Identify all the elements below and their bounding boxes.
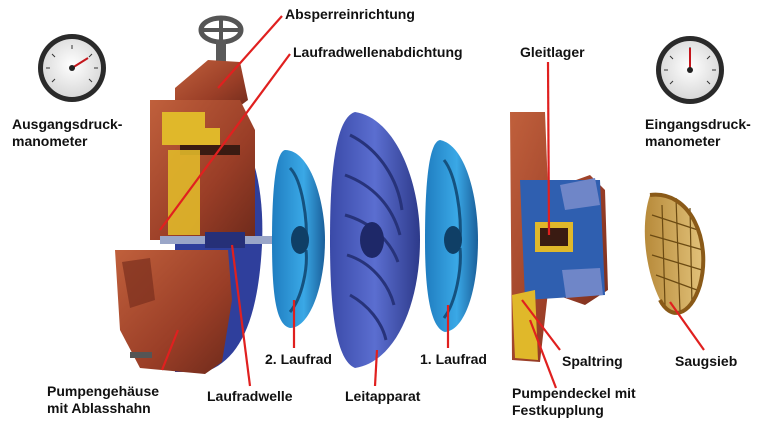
leader-gleitlager xyxy=(548,62,549,235)
label-ausgangsdruckmanometer: Ausgangsdruck- manometer xyxy=(12,116,122,150)
label-eingangsdruckmanometer: Eingangsdruck- manometer xyxy=(645,116,751,150)
diffuser xyxy=(330,112,420,368)
label-laufrad-1: 1. Laufrad xyxy=(420,351,487,368)
inlet-pressure-gauge-icon xyxy=(656,36,724,104)
label-laufrad-2: 2. Laufrad xyxy=(265,351,332,368)
label-gleitlager: Gleitlager xyxy=(520,44,585,61)
suction-strainer xyxy=(645,195,703,313)
pump-cover-with-coupling xyxy=(510,112,608,362)
label-spaltring: Spaltring xyxy=(562,353,623,370)
label-pumpendeckel: Pumpendeckel mit Festkupplung xyxy=(512,385,636,419)
first-impeller xyxy=(425,140,478,332)
label-laufradwelle: Laufradwelle xyxy=(207,388,293,405)
label-laufradwellenabdichtung: Laufradwellenabdichtung xyxy=(293,44,463,61)
label-absperreinrichtung: Absperreinrichtung xyxy=(285,6,415,23)
pump-housing xyxy=(115,60,278,374)
second-impeller xyxy=(272,150,325,328)
label-saugsieb: Saugsieb xyxy=(675,353,737,370)
valve-handwheel-icon xyxy=(201,18,241,64)
outlet-pressure-gauge-icon xyxy=(38,34,106,102)
label-pumpengehaeuse: Pumpengehäuse mit Ablasshahn xyxy=(47,383,159,417)
label-leitapparat: Leitapparat xyxy=(345,388,420,405)
